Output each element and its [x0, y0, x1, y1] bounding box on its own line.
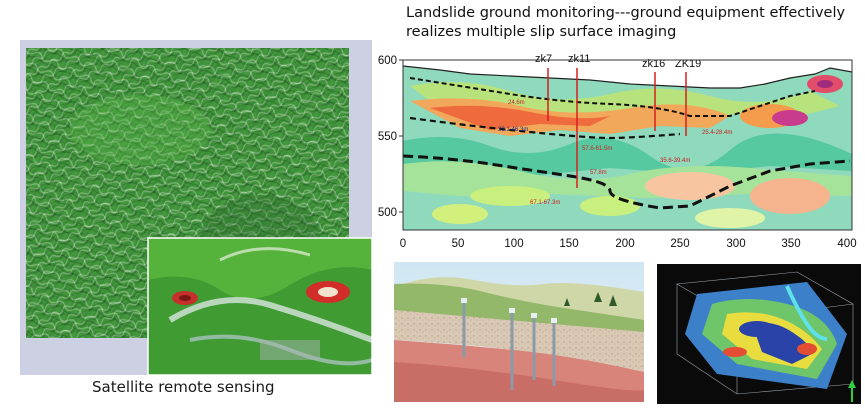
monitoring-wells [462, 302, 556, 390]
x-tick-150: 150 [559, 238, 578, 250]
annotation-5: 57.8m [590, 170, 607, 176]
x-tick-100: 100 [504, 238, 523, 250]
slip-surface-deep [402, 154, 851, 210]
north-arrow-icon [848, 380, 856, 402]
borehole-label-zk7: zk7 [535, 53, 552, 65]
x-tick-400: 400 [837, 238, 856, 250]
x-tick-50: 50 [452, 238, 465, 250]
y-tick-600: 600 [378, 55, 397, 67]
3d-slip-surface-view [657, 264, 861, 404]
satellite-panel [20, 40, 374, 376]
x-tick-300: 300 [726, 238, 745, 250]
x-tick-200: 200 [615, 238, 634, 250]
borehole-label-zk16: zk16 [642, 58, 665, 70]
satellite-terrain-image [20, 40, 374, 376]
profile-title: Landslide ground monitoring---ground equ… [406, 4, 861, 42]
y-tick-500: 500 [378, 207, 397, 219]
annotation-3: 25.4-28.4m [702, 130, 732, 136]
borehole-label-zk19: ZK19 [675, 58, 701, 70]
slip-surface-middle [409, 116, 681, 140]
satellite-inset-image [147, 237, 374, 376]
resistivity-profile: zk7 zk11 zk16 ZK19 24.6m 39.1-46.3m 57.6… [378, 53, 857, 250]
x-tick-250: 250 [670, 238, 689, 250]
resistivity-profile-panel: zk7 zk11 zk16 ZK19 24.6m 39.1-46.3m 57.6… [370, 46, 865, 256]
borehole-label-zk11: zk11 [568, 53, 590, 65]
satellite-caption: Satellite remote sensing [92, 378, 275, 396]
profile-title-line1: Landslide ground monitoring---ground equ… [406, 5, 846, 21]
x-tick-0: 0 [400, 238, 406, 250]
annotation-6: 67.1-67.3m [530, 200, 560, 206]
ground-equipment-illustration [394, 262, 644, 402]
annotation-4: 35.6-39.4m [660, 158, 690, 164]
profile-title-line2: realizes multiple slip surface imaging [406, 24, 677, 40]
x-axis: 0 50 100 150 200 250 300 350 400 [400, 238, 857, 250]
annotation-0: 24.6m [508, 100, 525, 106]
y-axis: 600 550 500 [378, 55, 403, 219]
x-tick-350: 350 [781, 238, 800, 250]
boreholes [547, 68, 687, 188]
annotation-2: 57.6-61.5m [582, 146, 612, 152]
annotation-1: 39.1-46.3m [498, 127, 528, 133]
y-tick-550: 550 [378, 131, 397, 143]
